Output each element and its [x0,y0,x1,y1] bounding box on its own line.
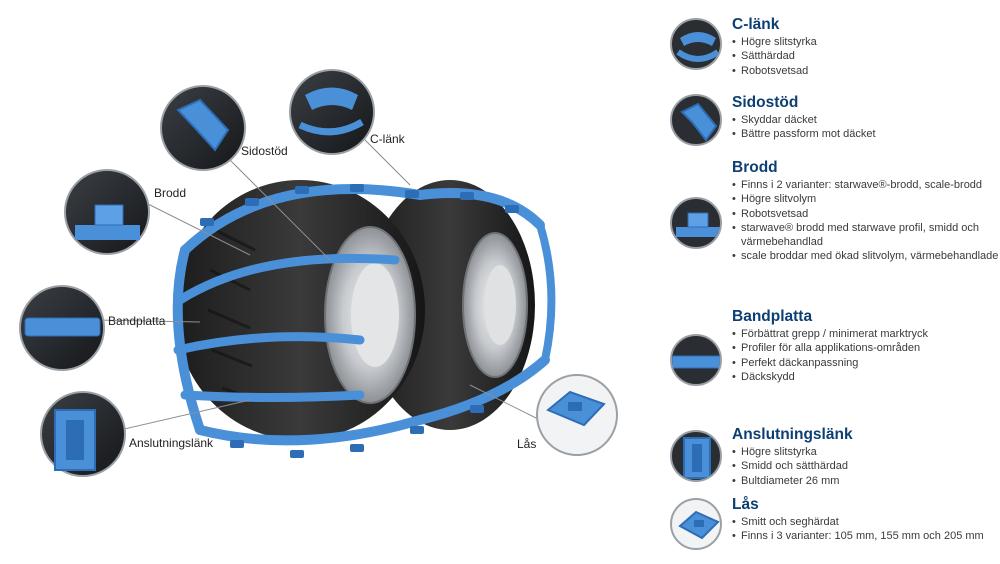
tire-track-illustration: Sidostöd C-länk Brodd Bandplatta Anslutn… [19,69,618,477]
legend-bullet: Perfekt däckanpassning [732,356,1000,371]
chain-part-icon [670,334,722,386]
legend-bullets: Finns i 2 varianter: starwave®-brodd, sc… [732,178,1000,264]
label-bandplatta: Bandplatta [108,314,166,328]
legend-bullet: Däckskydd [732,370,1000,385]
legend-bullets: Skyddar däcket Bättre passform mot däcke… [732,113,1000,142]
label-anslutningslank: Anslutningslänk [129,436,214,450]
legend-bullet: Robotsvetsad [732,64,1000,79]
legend-bullet: Förbättrat grepp / minimerat marktryck [732,327,1000,342]
label-brodd: Brodd [154,186,187,200]
track-links [200,184,519,458]
legend-bullets: Högre slitstyrka Smidd och sätthärdad Bu… [732,445,1000,488]
front-tire [175,180,425,440]
legend-title: Bandplatta [732,308,813,325]
legend-bullet: Sätthärdad [732,49,1000,64]
legend-bullet: Högre slitstyrka [732,35,1000,50]
callout-circle-sidostod [160,85,246,171]
legend-bullet: Finns i 2 varianter: starwave®-brodd, sc… [732,178,1000,193]
legend-title: Lås [732,496,759,513]
track-chain [172,184,556,446]
lock-link-icon [670,498,722,550]
label-c-lank: C-länk [370,132,405,146]
tire-track-drawing [19,69,618,477]
label-sidostod: Sidostöd [241,144,288,158]
label-las: Lås [517,437,537,451]
legend-bullets: Förbättrat grepp / minimerat marktryck P… [732,327,1000,384]
legend-bullet: Skyddar däcket [732,113,1000,128]
callout-circle-c-lank [289,69,375,155]
legend-bullet: Smidd och sätthärdad [732,459,1000,474]
legend-title: Anslutningslänk [732,426,853,443]
callout-circle-anslutningslank [40,391,126,477]
legend-title: Brodd [732,159,778,176]
legend-bullets: Högre slitstyrka Sätthärdad Robotsvetsad [732,35,1000,78]
chain-part-icon [670,18,722,70]
chain-part-icon [670,430,722,482]
chain-part-icon [670,94,722,146]
legend-bullet: Högre slitstyrka [732,445,1000,460]
legend-bullet: Robotsvetsad [732,207,1000,222]
legend-bullet: Finns i 3 varianter: 105 mm, 155 mm och … [732,529,1000,544]
legend-title: Sidostöd [732,94,799,111]
legend-bullet: scale broddar med ökad slitvolym, värmeb… [732,249,1000,264]
parts-legend: C-länk Högre slitstyrka Sätthärdad Robot… [664,0,1000,564]
legend-bullet: Smitt och seghärdat [732,515,1000,530]
legend-bullet: Högre slitvolym [732,192,1000,207]
legend-bullets: Smitt och seghärdat Finns i 3 varianter:… [732,515,1000,544]
legend-title: C-länk [732,16,780,33]
chain-part-icon [670,197,722,249]
legend-bullet: Bättre passform mot däcket [732,127,1000,142]
legend-bullet: starwave® brodd med starwave profil, smi… [732,221,1000,250]
callout-circle-las [536,374,618,456]
callout-circle-brodd [64,169,150,255]
callout-circle-bandplatta [19,285,105,371]
legend-bullet: Profiler för alla applikations-områden [732,341,1000,356]
leader-lines [94,119,541,431]
legend-bullet: Bultdiameter 26 mm [732,474,1000,489]
